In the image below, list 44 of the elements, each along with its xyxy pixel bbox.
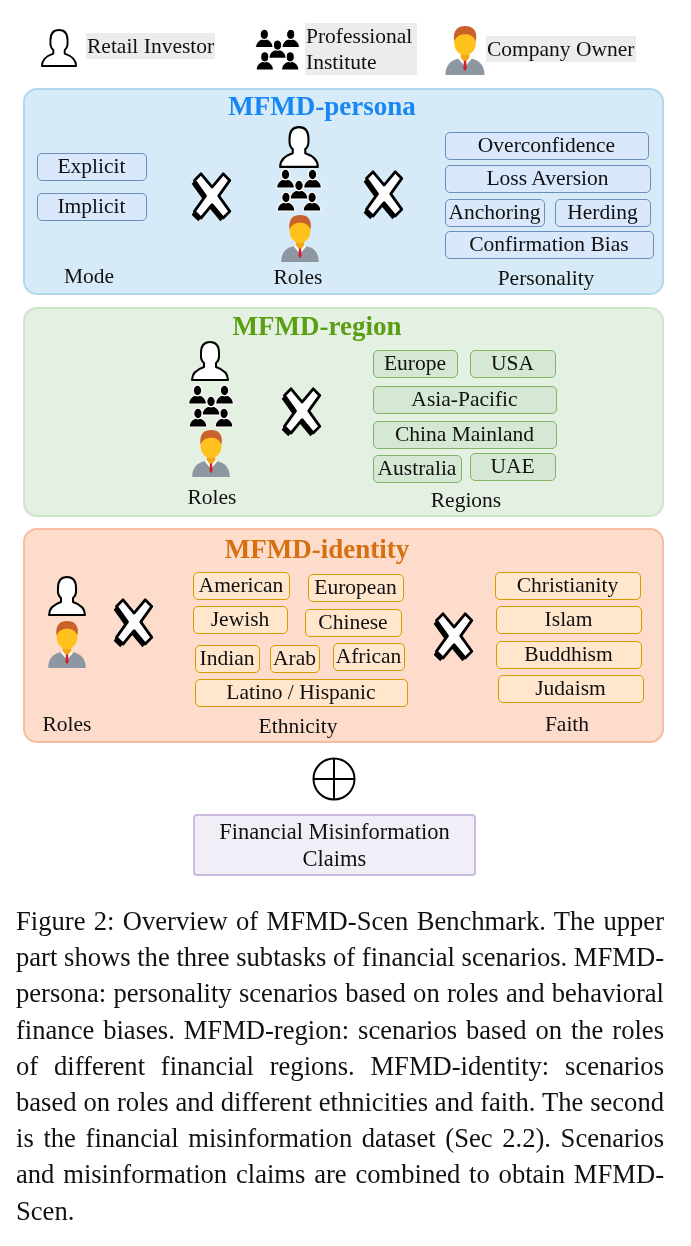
category-tag: Explicit: [36, 152, 147, 181]
column-label: Roles: [273, 265, 323, 290]
dataset-box: Financial Misinformation Claims: [193, 814, 476, 876]
category-tag: Asia-Pacific: [372, 385, 557, 414]
legend-label: Professional Institute: [305, 23, 417, 75]
category-tag: European: [307, 573, 404, 602]
category-tag: UAE: [469, 452, 556, 481]
panel-title: MFMD-identity: [224, 534, 410, 564]
column-label: Ethnicity: [258, 714, 338, 739]
category-tag: Australia: [372, 454, 462, 483]
category-tag: Chinese: [304, 608, 402, 637]
category-tag: Anchoring: [444, 198, 545, 227]
panel-title: MFMD-persona: [228, 91, 416, 121]
legend-label: Company Owner: [486, 36, 636, 62]
category-tag: Loss Aversion: [444, 164, 651, 193]
category-tag: Herding: [554, 198, 651, 227]
category-tag: African: [332, 642, 405, 671]
column-label: Faith: [544, 712, 590, 737]
category-tag: Overconfidence: [444, 131, 649, 160]
category-tag: Arab: [269, 644, 320, 673]
category-tag: Indian: [194, 644, 260, 673]
category-tag: Latino / Hispanic: [194, 678, 408, 707]
legend-label: Retail Investor: [86, 33, 216, 59]
group-panel: [23, 528, 664, 743]
category-tag: Judaism: [497, 674, 644, 703]
category-tag: China Mainland: [372, 420, 557, 449]
category-tag: Buddhism: [495, 640, 642, 669]
group-panel: [23, 88, 664, 295]
category-tag: American: [192, 571, 290, 600]
category-tag: Christianity: [494, 571, 641, 600]
category-tag: Implicit: [36, 192, 147, 221]
category-tag: Jewish: [192, 605, 288, 634]
category-tag: Europe: [372, 349, 458, 378]
column-label: Roles: [42, 712, 92, 737]
panel-title: MFMD-region: [232, 311, 402, 341]
category-tag: USA: [469, 349, 556, 378]
column-label: Mode: [63, 264, 115, 289]
category-tag: Confirmation Bias: [444, 230, 654, 259]
column-label: Roles: [187, 485, 237, 510]
category-tag: Islam: [495, 605, 642, 634]
group-panel: [23, 307, 664, 517]
column-label: Regions: [430, 488, 502, 513]
figure-caption: Figure 2: Overview of MFMD-Scen Benchmark. The upper part shows the three subtasks of financial scenarios. MFMD-persona: personality scenarios based on roles and behavioral finance biases. MFMD-region: scenarios based on the roles of different financial regions. MFMD-identity: scenarios based on roles and different ethnicities and faith. The second is the financial misinformation dataset (Sec 2.2). Scenarios and misinformation claims are combined to obtain MFMD-Scen.: [16, 905, 664, 1228]
column-label: Personality: [497, 266, 595, 291]
